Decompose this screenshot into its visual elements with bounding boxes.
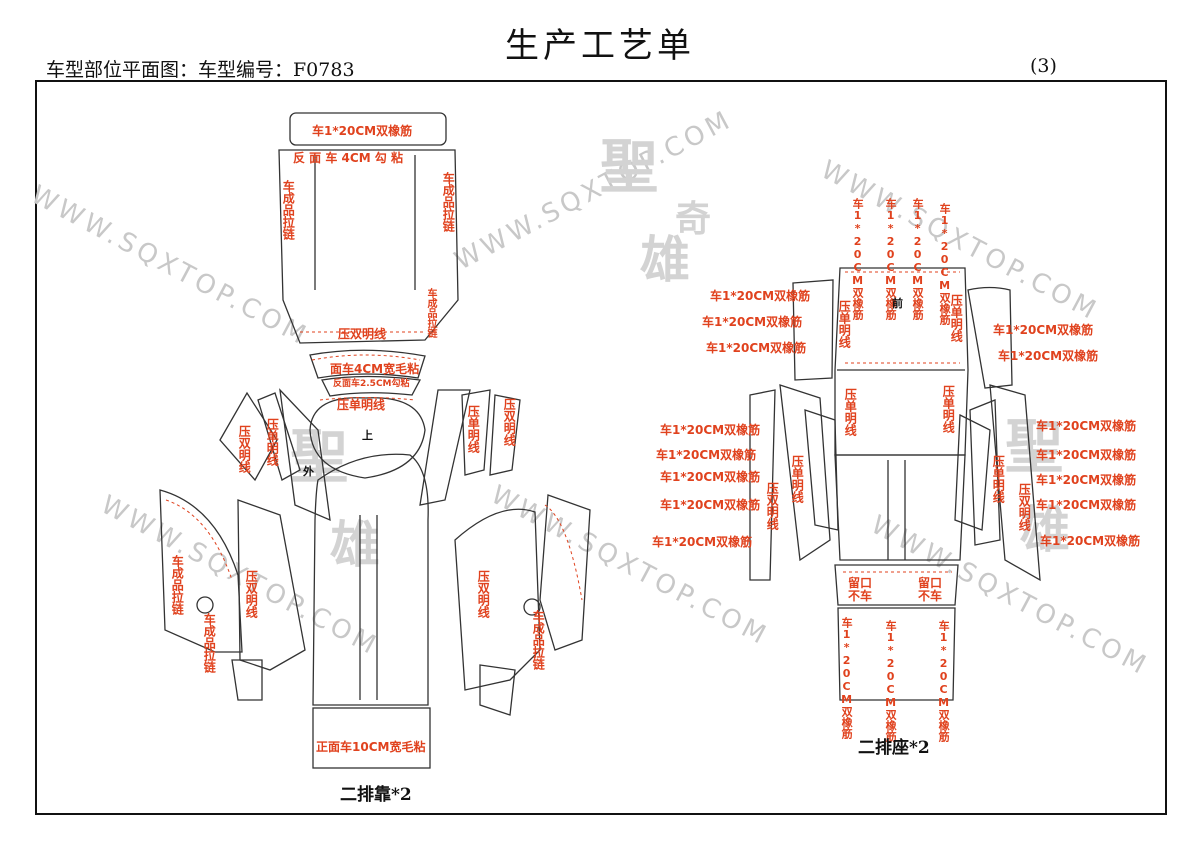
center-body-panel [312, 453, 429, 706]
label-right-mid: 车1*20CM双橡筋 [1036, 448, 1137, 462]
label-bottom-col: 车1*20CM双橡筋 [840, 617, 854, 739]
label-left-mid: 车1*20CM双橡筋 [656, 448, 757, 462]
side-strip-left [219, 391, 278, 482]
label-top-col: 车1*20CM双橡筋 [884, 198, 898, 320]
label-bottom-col: 车1*20CM双橡筋 [937, 620, 951, 742]
label-single-l2: 压单明线 [843, 388, 858, 436]
label-double-lm: 压双明线 [765, 482, 780, 530]
label-flap-2: 反面车2.5CM勾粘 [333, 379, 410, 389]
label-right-row: 车1*20CM双橡筋 [993, 323, 1094, 337]
label-left-row: 车1*20CM双橡筋 [706, 341, 807, 355]
label-right-row: 车1*20CM双橡筋 [998, 349, 1099, 363]
label-wing-l-double: 压双明线 [244, 570, 259, 618]
label-right-mid: 车1*20CM双橡筋 [1036, 473, 1137, 487]
seat-bottom-strip [837, 607, 956, 701]
seat-flap-right [967, 286, 1013, 389]
watermark-logo: 奇 [675, 198, 712, 240]
label-single-line: 压单明线 [337, 398, 386, 412]
label-flap-1: 面车4CM宽毛粘 [330, 362, 420, 376]
label-wing-r-zip: 车成品拉链 [531, 610, 546, 670]
wing-right [539, 494, 591, 651]
label-top-col: 车1*20CM双橡筋 [938, 203, 952, 325]
label-leave-r: 留口不车 [918, 576, 943, 604]
label-left-row: 车1*20CM双橡筋 [710, 289, 811, 303]
label-single-r2: 压单明线 [941, 385, 956, 433]
label-top-band: 反 面 车 4CM 勾 粘 [293, 151, 403, 165]
seat-side-left [749, 389, 776, 581]
label-left-mid: 车1*20CM双橡筋 [660, 423, 761, 437]
seat-flap-left [792, 279, 834, 381]
label-zip-left: 车成品拉链 [281, 180, 296, 240]
label-side-r2: 压双明线 [502, 398, 517, 446]
seat-opening-band [834, 564, 959, 606]
label-leave-l: 留口不车 [848, 576, 873, 604]
label-bottom-col: 车1*20CM双橡筋 [884, 620, 898, 742]
label-left-row: 车1*20CM双橡筋 [702, 315, 803, 329]
label-zip-right-low: 车成品拉链 [425, 288, 436, 338]
label-zip-right: 车成品拉链 [441, 172, 456, 232]
seat-bottom-panel [834, 454, 966, 561]
label-right-mid: 车1*20CM双橡筋 [1040, 534, 1141, 548]
label-left-mid: 车1*20CM双橡筋 [652, 535, 753, 549]
label-side-r1: 压单明线 [466, 405, 481, 453]
page-title: 生产工艺单 [505, 26, 695, 66]
label-top-col: 车1*20CM双橡筋 [851, 198, 865, 320]
side-strip-right [461, 389, 491, 476]
label-wing-l-zip: 车成品拉链 [170, 555, 185, 615]
watermark-logo: 雄 [330, 515, 380, 574]
caption-left: 二排靠*2 [340, 785, 412, 805]
label-right-mid: 车1*20CM双橡筋 [1036, 498, 1137, 512]
label-top-col: 车1*20CM双橡筋 [911, 198, 925, 320]
model-subtitle: 车型部位平面图：车型编号：F0783 [46, 59, 355, 81]
mark-front: 前 [892, 297, 903, 310]
label-right-mid: 车1*20CM双橡筋 [1036, 419, 1137, 433]
label-wing-r-double: 压双明线 [476, 570, 491, 618]
label-single-l: 压单明线 [837, 300, 852, 348]
wing-left [159, 489, 243, 653]
label-double-line: 压双明线 [338, 327, 387, 341]
mark-up: 上 [362, 429, 373, 442]
label-single-lm: 压单明线 [790, 455, 805, 503]
flap-piece [309, 349, 426, 379]
mark-out: 外 [303, 465, 314, 478]
label-top-strip: 车1*20CM双橡筋 [312, 124, 413, 138]
label-wing-l-zip2: 车成品拉链 [202, 613, 217, 673]
bottom-strip-piece [312, 707, 431, 769]
watermark-logo: 聖 [600, 133, 659, 201]
top-strip-piece [289, 112, 447, 146]
page-number: (3) [1030, 55, 1057, 77]
watermark-logo: 雄 [1020, 500, 1070, 559]
label-left-mid: 车1*20CM双橡筋 [660, 498, 761, 512]
flap-piece [321, 375, 422, 397]
caption-right: 二排座*2 [858, 738, 930, 758]
seat-side-right [989, 384, 1041, 582]
drawing-frame [35, 80, 1167, 815]
top-back-panel [278, 149, 459, 344]
label-single-r: 压单明线 [949, 294, 964, 342]
label-bottom: 正面车10CM宽毛粘 [316, 740, 426, 754]
watermark-logo: 雄 [640, 230, 690, 289]
label-side-l2: 压单明线 [265, 418, 280, 466]
label-single-rm: 压单明线 [991, 455, 1006, 503]
headrest-piece [309, 397, 426, 479]
label-side-l1: 压双明线 [237, 425, 252, 473]
watermark-logo: 聖 [1005, 413, 1064, 481]
label-left-mid: 车1*20CM双橡筋 [660, 470, 761, 484]
label-double-rm: 压双明线 [1017, 483, 1032, 531]
